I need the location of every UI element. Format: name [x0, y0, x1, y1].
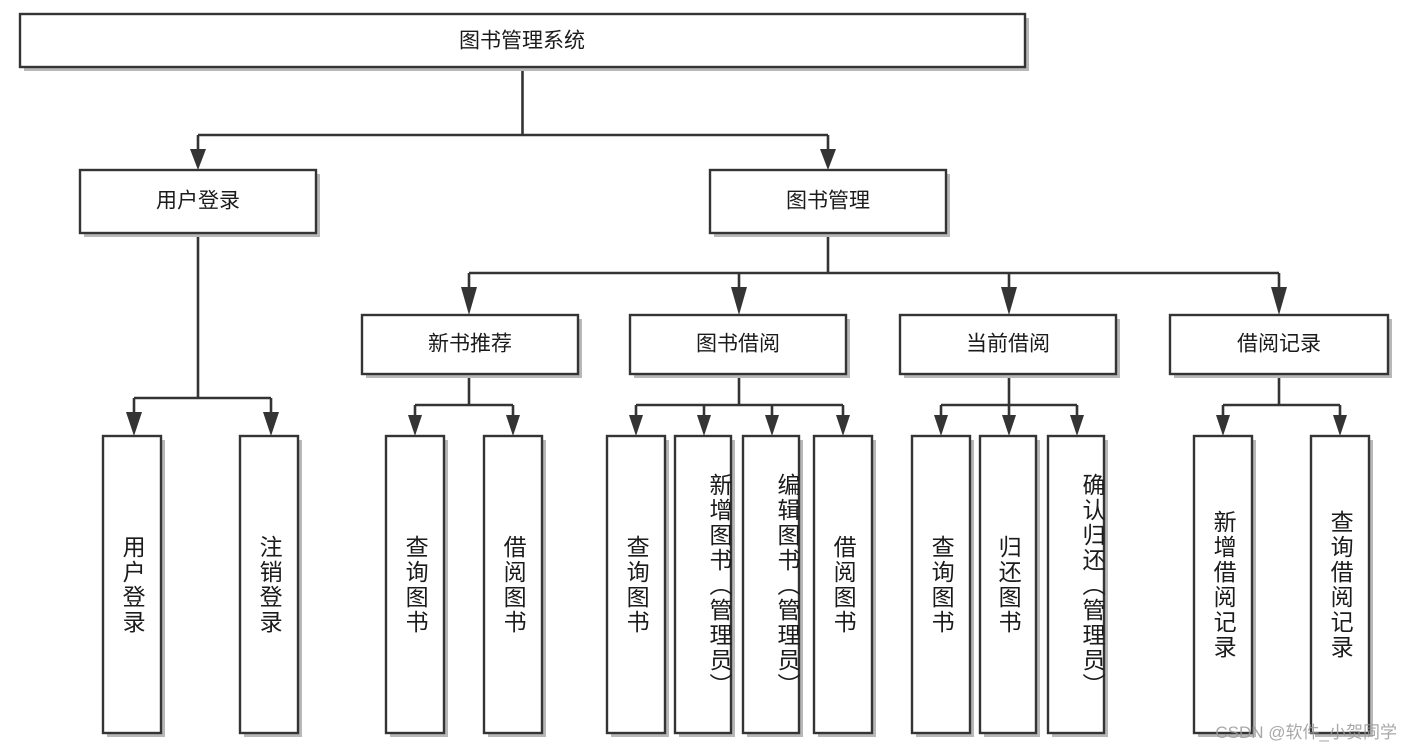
arrow-to-book-manage [820, 149, 836, 170]
arrow-to-leaf-return-book [1002, 415, 1016, 436]
node-root-box[interactable] [18, 12, 1027, 69]
leaf-query-book-3-box[interactable] [910, 434, 972, 735]
leaf-borrow-book-2-box[interactable] [812, 434, 874, 735]
node-new-book-rec-label: 新书推荐 [428, 333, 512, 356]
node-book-manage-label: 图书管理 [786, 190, 870, 213]
leaf-query-record-box[interactable] [1309, 434, 1371, 735]
arrow-to-leaf-add-record [1216, 415, 1230, 436]
leaf-borrow-book-1-box[interactable] [482, 434, 544, 735]
arrow-to-leaf-confirm-return [1070, 415, 1084, 436]
arrow-to-leaf-borrow-book-1 [506, 415, 520, 436]
arrow-to-leaf-borrow-book-2 [836, 415, 850, 436]
arrow-to-user-login [190, 149, 206, 170]
node-current-borrow-box[interactable] [898, 313, 1118, 376]
leaf-user-login-box[interactable] [101, 434, 163, 735]
node-borrow-record-label: 借阅记录 [1237, 333, 1321, 356]
node-current-borrow-label: 当前借阅 [966, 333, 1050, 356]
connector-layer [126, 67, 1347, 436]
arrow-to-leaf-query-record [1333, 415, 1347, 436]
arrow-to-leaf-logout [263, 412, 279, 436]
leaf-confirm-return-box[interactable] [1046, 434, 1106, 735]
leaf-add-record-box[interactable] [1192, 434, 1254, 735]
arrow-to-new-book-rec [461, 287, 477, 315]
arrow-to-book-borrow [731, 287, 747, 315]
leaf-return-book-box[interactable] [978, 434, 1038, 735]
leaf-edit-book-box[interactable] [741, 434, 801, 735]
leaf-add-book-box[interactable] [673, 434, 733, 735]
node-user-login-box[interactable] [78, 168, 318, 235]
node-book-borrow-box[interactable] [628, 313, 848, 376]
node-borrow-record-box[interactable] [1168, 313, 1390, 376]
arrow-to-current-borrow [1001, 287, 1017, 315]
watermark-text: CSDN @软件_小贺同学 [1215, 723, 1397, 742]
arrow-to-leaf-user-login [126, 412, 142, 436]
node-root-label: 图书管理系统 [459, 30, 585, 53]
node-layer: 图书管理系统 用户登录 图书管理 新书推荐 图书借阅 当前借阅 借阅记录 [18, 12, 1392, 737]
node-book-manage-box[interactable] [708, 168, 948, 235]
arrow-to-leaf-query-book-2 [629, 415, 643, 436]
node-new-book-rec-box[interactable] [360, 313, 580, 376]
node-book-borrow-label: 图书借阅 [696, 333, 780, 356]
arrow-to-borrow-record [1271, 287, 1287, 315]
arrow-to-leaf-query-book-3 [934, 415, 948, 436]
arrow-to-leaf-add-book [697, 415, 711, 436]
leaf-logout-box[interactable] [238, 434, 300, 735]
arrow-to-leaf-edit-book [765, 415, 779, 436]
node-user-login-label: 用户登录 [156, 190, 240, 213]
arrow-to-leaf-query-book-1 [408, 415, 422, 436]
leaf-query-book-2-box[interactable] [605, 434, 667, 735]
leaf-query-book-1-box[interactable] [384, 434, 446, 735]
